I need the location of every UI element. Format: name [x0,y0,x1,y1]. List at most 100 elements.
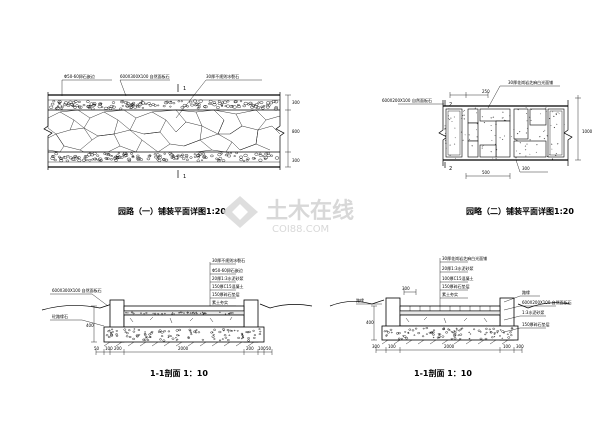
plan-2-label-size: 600X200X100 [382,98,411,103]
pebble [161,313,164,315]
pebble [221,338,224,340]
pebble [196,312,198,315]
pebble [451,331,454,334]
pebble [107,330,110,333]
pebble [444,127,446,129]
pebble [153,104,157,107]
plan-2-title: 园略（二）铺装平面详图1:20 [466,206,574,216]
pebble [243,101,248,106]
pebble [149,336,152,338]
s2-right-mortar: 1:3水泥砂浆 [522,309,544,315]
pebble [505,120,507,122]
pebble [103,106,109,110]
pebble [81,158,86,162]
pebble [408,328,412,331]
plan-2-dim-top: 250 [482,89,490,94]
pebble [110,158,113,161]
pebble [536,144,538,146]
pebble [50,102,55,106]
plan-2-paving [445,108,565,158]
pebble [111,328,114,331]
pebble [548,117,551,120]
pebble [499,335,501,337]
pebble [437,335,441,338]
pebble [228,334,231,336]
pebble [403,335,407,338]
s2-right-curb: 路缘 [522,289,530,295]
pebble [193,155,197,158]
pebble [217,102,222,105]
pebble [271,100,276,103]
pebble [389,328,393,331]
pebble [86,100,90,103]
pebble [463,118,465,120]
pebble [485,331,488,334]
section-1-left-labels: 600X300X100 自然面板石 砼路缘石 [50,287,109,327]
pebble [396,332,399,335]
pebble [247,339,250,342]
pebble [546,155,549,157]
pebble [463,114,465,116]
pebble [239,100,243,103]
pebble [103,152,107,155]
pebble [226,329,230,331]
pebble [469,333,472,335]
pebble [544,108,547,110]
pebble-band-bottom [50,151,280,163]
plan-2: 600X200X100 自然面板石 30厚花岗岩芝麻白光面铺 250 [382,79,593,216]
pebble [483,122,486,124]
pebble [78,105,83,109]
pebble [57,155,61,159]
pebble [484,333,487,336]
plan-1-title: 园路（一）铺装平面详图1:20 [118,206,226,216]
pebble [120,156,124,159]
pebble [216,106,220,109]
pebble [195,311,198,314]
pebble [162,339,166,342]
pebble [135,156,140,160]
pebble [57,101,61,104]
pebble [193,330,196,333]
pebble [156,158,159,161]
pebble [136,158,141,161]
pebble [124,101,129,105]
pebble [503,119,506,121]
pebble [496,330,499,333]
pebble [189,331,192,334]
pebble [111,331,114,333]
section-2-left-labels: 路缘 400 [356,297,382,341]
pebble [510,327,513,329]
pebble [213,338,216,340]
pebble [78,100,81,103]
pebble [432,333,435,336]
pebble [185,158,189,161]
crazy-paving [47,109,281,153]
pebble [187,336,190,339]
s1-dim-1: 50 [94,346,100,351]
pebble [140,100,144,102]
pebble [502,138,504,140]
pebble [212,333,215,336]
pebble [260,105,264,108]
pebble [246,331,250,334]
s1-dim-6: 100 [258,346,266,351]
pebble [273,107,279,111]
pebble [193,153,196,155]
pebble [516,133,519,135]
pebble [190,103,194,107]
pebble [132,337,135,340]
pebble [167,334,171,337]
pebble [203,312,205,315]
pebble [132,330,136,333]
pebble [56,105,60,108]
pebble [253,334,256,336]
pebble [122,152,127,155]
pebble [496,331,499,334]
pebble [516,139,518,141]
pebble [227,154,231,158]
pebble [217,153,222,157]
pebble [493,333,496,335]
pebble [210,103,213,105]
pebble [227,339,230,342]
pebble [233,100,237,104]
